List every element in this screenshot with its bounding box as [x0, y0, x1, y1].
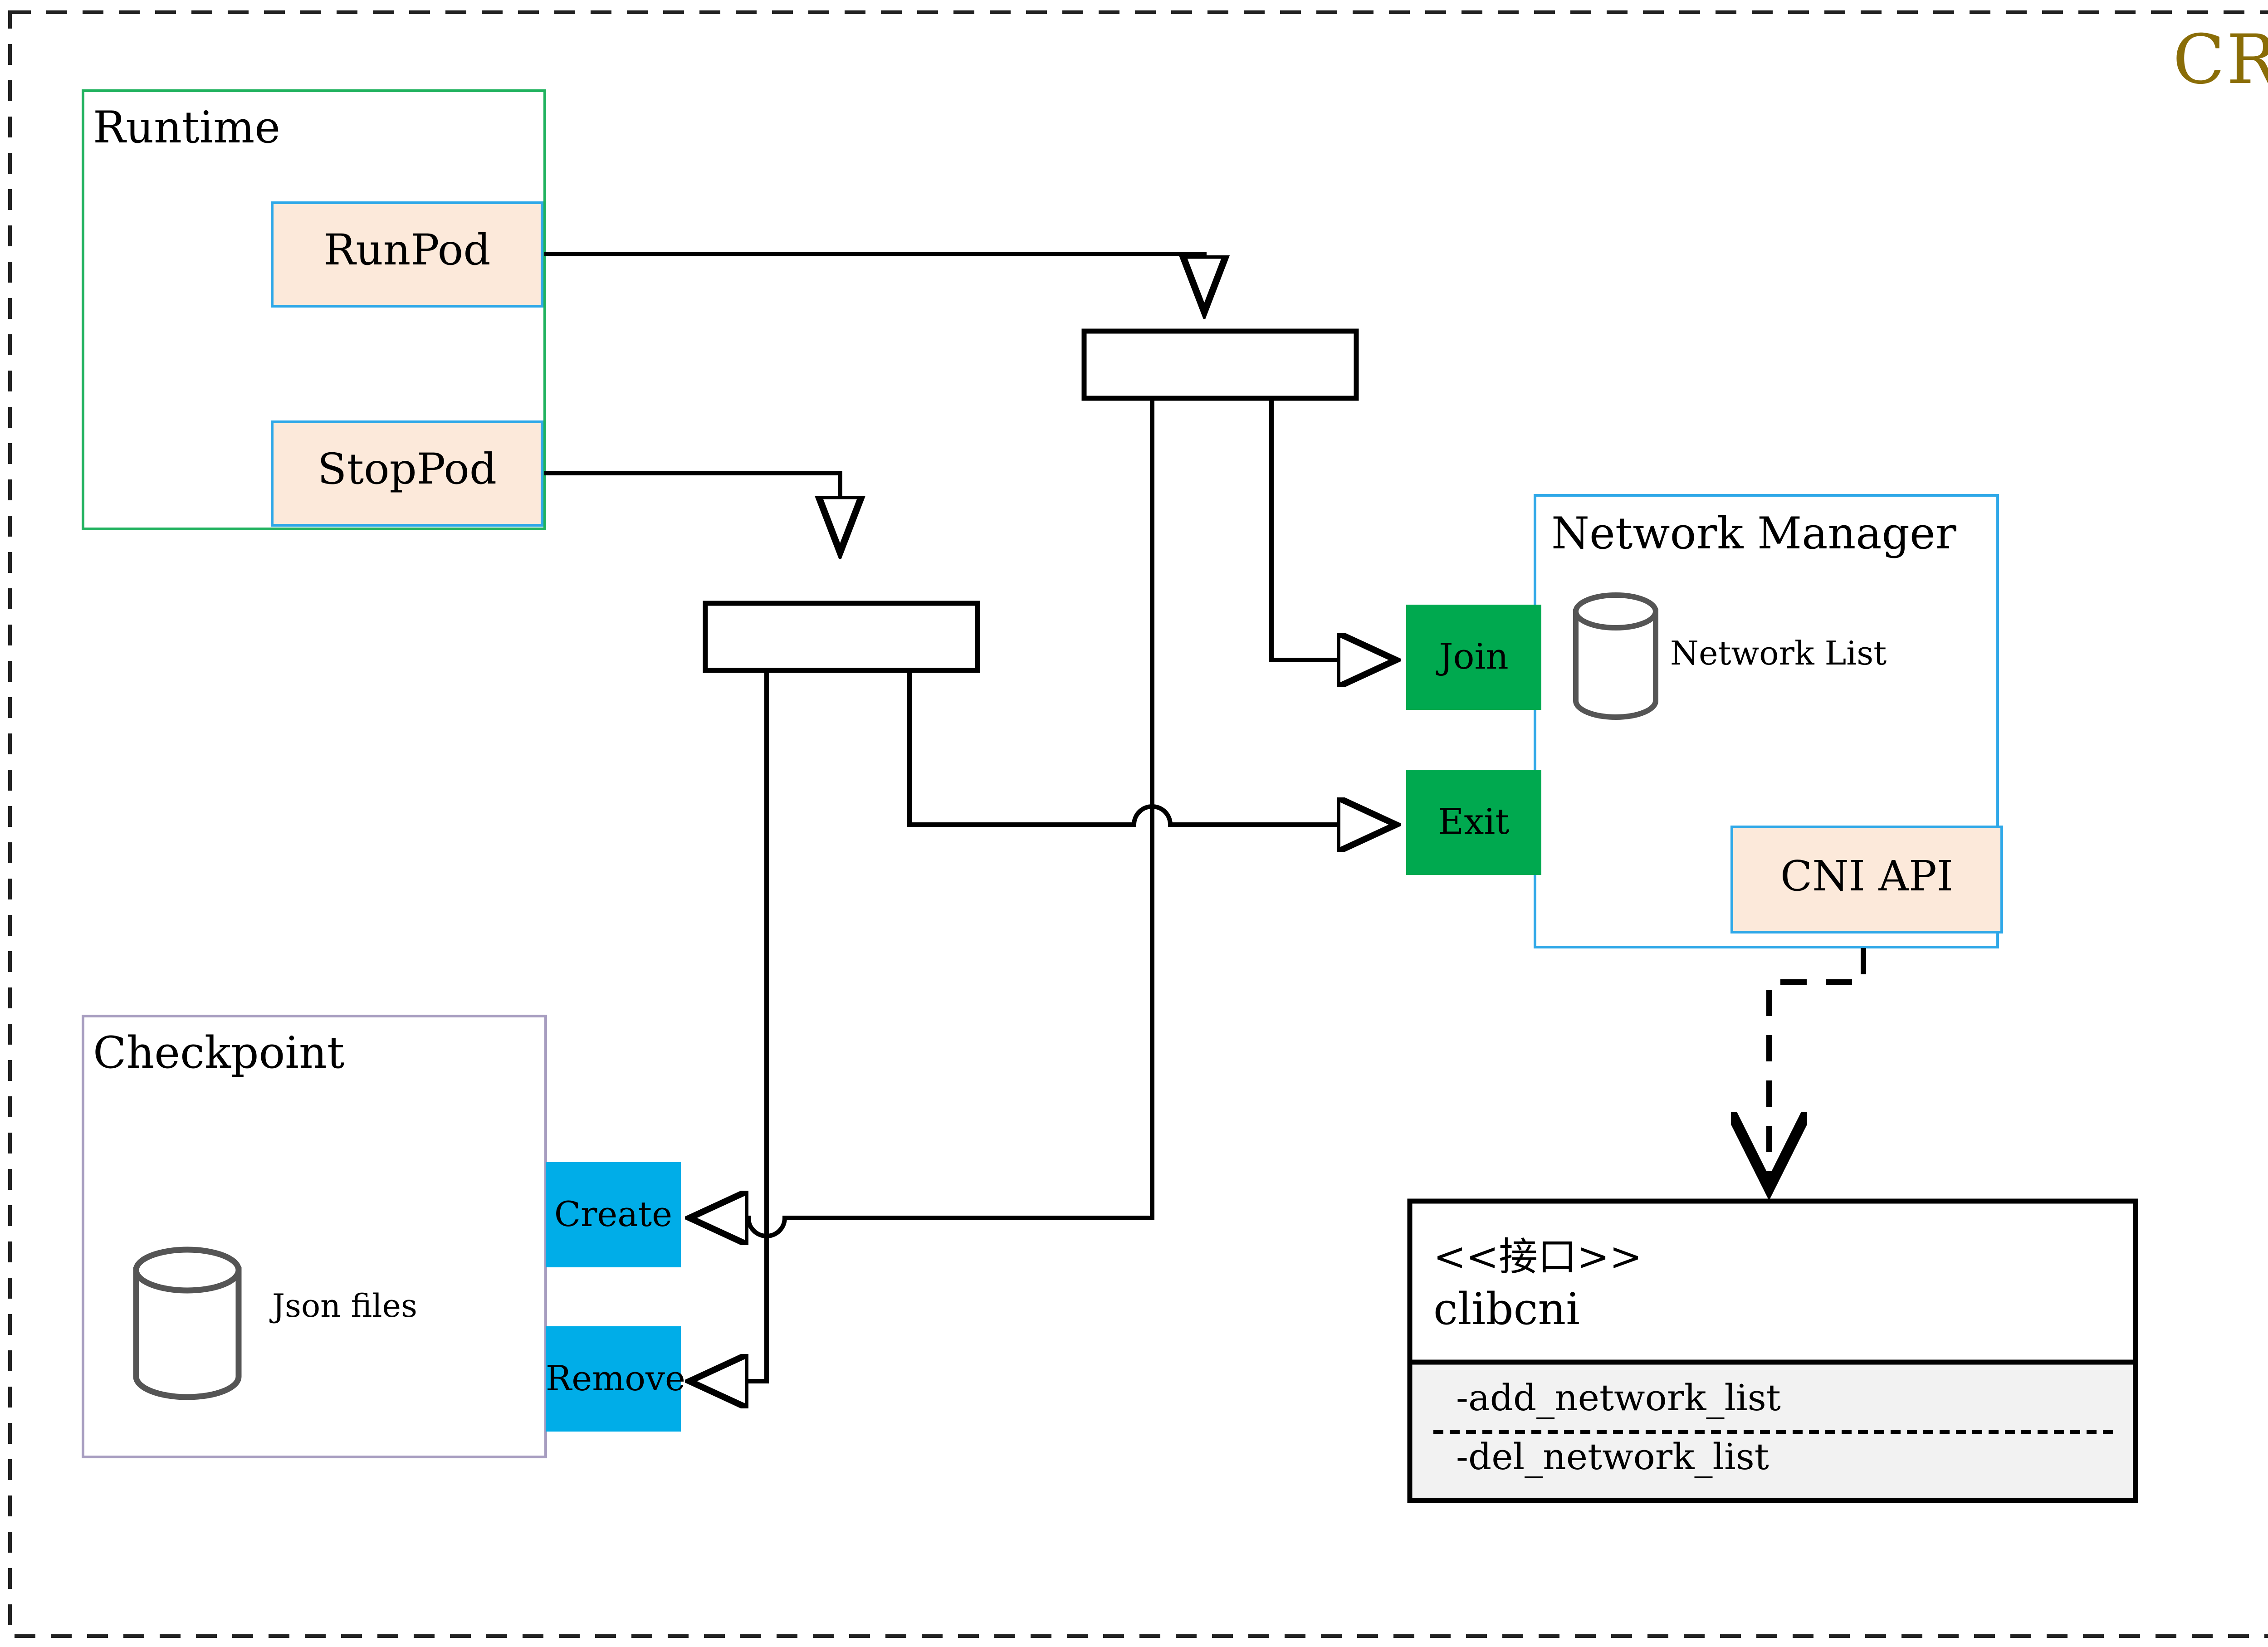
- op-stoppod-box: [271, 420, 543, 527]
- op-create-box: [546, 1162, 681, 1267]
- op-runpod-label[interactable]: RunPod: [323, 225, 491, 275]
- op-cniapi-box: [1730, 826, 2003, 933]
- interface-stereotype: <<接口>>: [1433, 1234, 1642, 1280]
- outer-frame: [8, 10, 2268, 1638]
- edge-fork-to-join: [1269, 398, 1396, 660]
- edge-fork-to-remove: [689, 670, 769, 1381]
- op-stoppod-label[interactable]: StopPod: [317, 445, 497, 494]
- op-runpod-box: [271, 201, 543, 308]
- op-exit-box: [1406, 770, 1541, 875]
- op-join-label[interactable]: Join: [1439, 636, 1509, 677]
- fork-bar-runpod: [1081, 328, 1359, 401]
- edge-runpod-to-fork: [544, 252, 1204, 312]
- op-create-label[interactable]: Create: [554, 1194, 673, 1234]
- store-network-list-label: Network List: [1670, 634, 1887, 672]
- op-cniapi-label[interactable]: CNI API: [1780, 852, 1954, 900]
- group-netmgr-label: Network Manager: [1551, 508, 1956, 559]
- edge-fork-to-create: [689, 398, 1154, 1236]
- op-remove-box: [546, 1326, 681, 1432]
- op-exit-label[interactable]: Exit: [1438, 802, 1510, 842]
- interface-method-0: -add_network_list: [1456, 1377, 1781, 1419]
- fork-bar-stoppod: [703, 601, 980, 673]
- edge-cniapi-to-clibcni: [1769, 948, 1866, 1188]
- interface-method-1: -del_network_list: [1456, 1436, 1769, 1478]
- op-remove-label[interactable]: Remove: [546, 1358, 685, 1398]
- edge-stoppod-to-fork: [544, 471, 840, 552]
- page-title: CRI: [2173, 20, 2268, 99]
- cylinder-json-files-icon: [133, 1246, 242, 1400]
- op-join-box: [1406, 605, 1541, 710]
- interface-name: clibcni: [1433, 1284, 1580, 1334]
- group-checkpoint-label: Checkpoint: [93, 1027, 345, 1078]
- group-runtime-label: Runtime: [93, 102, 281, 153]
- cylinder-network-list-icon: [1573, 592, 1658, 720]
- store-json-files-label: Json files: [272, 1287, 417, 1324]
